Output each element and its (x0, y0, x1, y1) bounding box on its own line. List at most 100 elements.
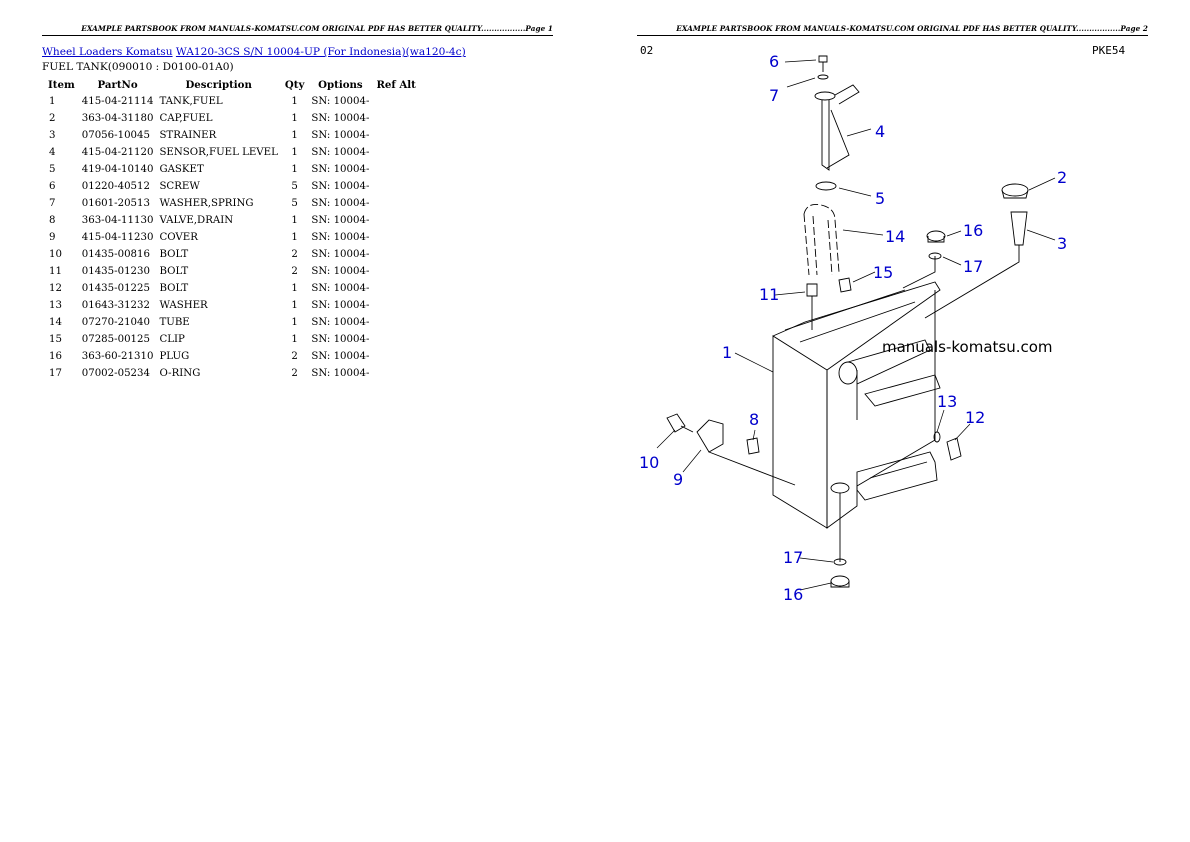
diagram-code-right: PKE54 (1092, 44, 1125, 57)
options-cell: SN: 10004- (311, 232, 370, 243)
callout-1: 1 (722, 343, 732, 362)
refalt-cell (372, 127, 419, 144)
refalt-cell (372, 297, 419, 314)
description-cell: TUBE (159, 317, 190, 328)
description-cell: VALVE,DRAIN (159, 215, 234, 226)
partno-cell: 415-04-21120 (81, 147, 154, 158)
tank-front-face (772, 335, 828, 529)
partno-cell: 363-04-31180 (81, 113, 154, 124)
options-cell: SN: 10004- (311, 283, 370, 294)
partno-cell: 07285-00125 (81, 334, 150, 345)
item-cell: 13 (49, 300, 62, 311)
callout-14: 14 (885, 227, 905, 246)
callout-16-bottom: 16 (783, 585, 803, 604)
refalt-cell (372, 229, 419, 246)
options-cell: SN: 10004- (311, 334, 370, 345)
qty-cell: 2 (291, 249, 298, 260)
options-cell: SN: 10004- (311, 300, 370, 311)
section-title: FUEL TANK(090010 : D0100-01A0) (42, 61, 234, 73)
column-header: Item (48, 79, 75, 91)
partno-cell: 01435-01230 (81, 266, 150, 277)
partno-cell: 07002-05234 (81, 368, 150, 379)
refalt-cell (372, 331, 419, 348)
callout-17-bottom: 17 (783, 548, 803, 567)
item-cell: 11 (49, 266, 62, 277)
description-cell: WASHER (159, 300, 208, 311)
column-header: Qty (284, 79, 305, 91)
item-cell: 17 (49, 368, 62, 379)
options-cell: SN: 10004- (311, 113, 370, 124)
table-row: 11 01435-01230 BOLT 2 SN: 10004- (44, 263, 420, 280)
refalt-cell (372, 365, 419, 382)
callout-4: 4 (875, 122, 885, 141)
breadcrumb-link-category[interactable]: Wheel Loaders Komatsu (42, 46, 173, 58)
options-cell: SN: 10004- (311, 215, 370, 226)
item-cell: 3 (49, 130, 56, 141)
qty-cell: 2 (291, 351, 298, 362)
item-cell: 14 (49, 317, 62, 328)
refalt-cell (372, 144, 419, 161)
callout-11: 11 (759, 285, 779, 304)
item-cell: 4 (49, 147, 56, 158)
qty-cell: 1 (291, 300, 298, 311)
options-cell: SN: 10004- (311, 164, 370, 175)
options-cell: SN: 10004- (311, 368, 370, 379)
callout-10: 10 (639, 453, 659, 472)
callout-2: 2 (1057, 168, 1067, 187)
refalt-cell (372, 348, 419, 365)
callout-9: 9 (673, 470, 683, 489)
callout-13: 13 (937, 392, 957, 411)
refalt-cell (372, 93, 419, 110)
breadcrumb-link-model[interactable]: WA120-3CS S/N 10004-UP (For Indonesia)(w… (175, 46, 466, 58)
partno-cell: 01643-31232 (81, 300, 150, 311)
options-cell: SN: 10004- (311, 351, 370, 362)
qty-cell: 2 (291, 266, 298, 277)
fuel-tank-exploded-diagram: 6 7 4 5 14 15 11 1 2 3 16 17 13 12 8 10 … (639, 44, 1125, 604)
options-cell: SN: 10004- (311, 266, 370, 277)
item-cell: 10 (49, 249, 62, 260)
partno-cell: 415-04-11230 (81, 232, 154, 243)
item-cell: 16 (49, 351, 62, 362)
partno-cell: 07270-21040 (81, 317, 150, 328)
lower-step (856, 451, 938, 501)
description-cell: WASHER,SPRING (159, 198, 254, 209)
refalt-cell (372, 178, 419, 195)
item-cell: 2 (49, 113, 56, 124)
callout-7: 7 (769, 86, 779, 105)
qty-cell: 1 (291, 232, 298, 243)
parts-table: Item PartNo Description Qty Options Ref … (44, 77, 420, 382)
description-cell: CAP,FUEL (159, 113, 213, 124)
partno-cell: 01435-00816 (81, 249, 150, 260)
page-2: EXAMPLE PARTSBOOK FROM MANUALS-KOMATSU.C… (595, 0, 1190, 842)
column-header: Options (318, 79, 363, 91)
callout-17: 17 (963, 257, 983, 276)
description-cell: SENSOR,FUEL LEVEL (159, 147, 278, 158)
description-cell: STRAINER (159, 130, 217, 141)
item-cell: 7 (49, 198, 56, 209)
item-cell: 8 (49, 215, 56, 226)
item-cell: 5 (49, 164, 56, 175)
qty-cell: 1 (291, 164, 298, 175)
upper-step (864, 374, 941, 407)
description-cell: TANK,FUEL (159, 96, 223, 107)
item-cell: 6 (49, 181, 56, 192)
callout-16: 16 (963, 221, 983, 240)
description-cell: SCREW (159, 181, 200, 192)
options-cell: SN: 10004- (311, 181, 370, 192)
options-cell: SN: 10004- (311, 96, 370, 107)
callout-3: 3 (1057, 234, 1067, 253)
item-cell: 1 (49, 96, 56, 107)
description-cell: BOLT (159, 266, 189, 277)
refalt-cell (372, 161, 419, 178)
